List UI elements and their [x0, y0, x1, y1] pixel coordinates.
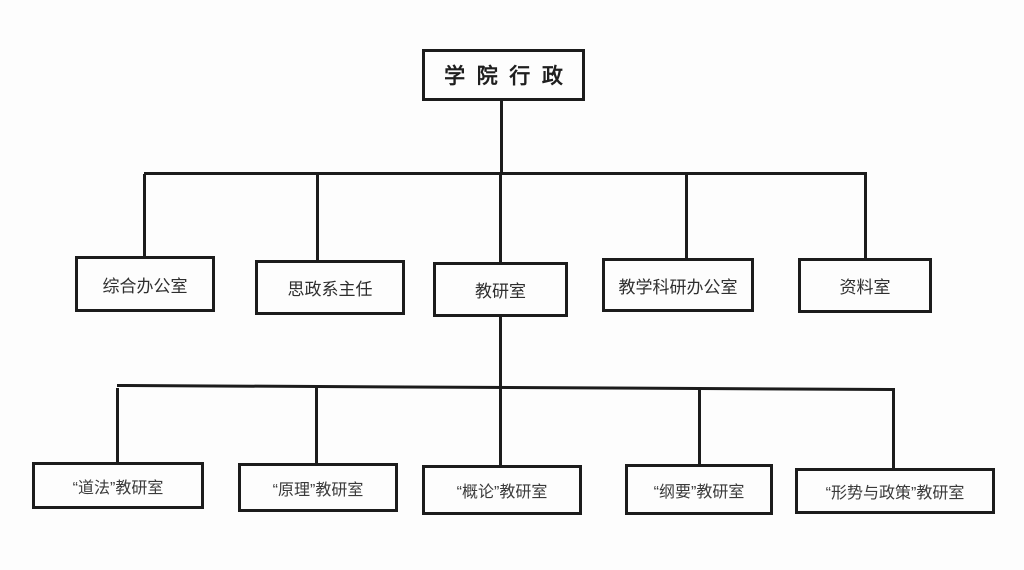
node-label: 资料室 — [839, 278, 891, 297]
node-label: “概论”教研室 — [456, 484, 548, 501]
connector-drop-gailun — [499, 388, 502, 465]
node-general-office: 综合办公室 — [75, 256, 215, 312]
node-daofa-office: “道法”教研室 — [32, 462, 204, 509]
connector-root-stem — [500, 101, 503, 175]
connector-drop-gangyao — [698, 388, 701, 464]
node-label: 思政系主任 — [287, 280, 373, 299]
connector-drop-xingshi-zhengce — [892, 388, 895, 468]
connector-drop-yuanli — [315, 388, 318, 463]
node-label: 教研室 — [475, 282, 526, 301]
node-label: 综合办公室 — [102, 276, 188, 296]
connector-drop-general-office — [143, 174, 146, 256]
node-sizheng-director: 思政系主任 — [255, 260, 405, 315]
node-label: “原理”教研室 — [272, 481, 364, 499]
connector-drop-reference-room — [864, 174, 867, 258]
node-reference-room: 资料室 — [798, 258, 932, 313]
connector-drop-teaching-research-office — [499, 174, 502, 262]
node-label: “道法”教研室 — [72, 479, 164, 497]
node-college-administration: 学院行政 — [422, 49, 585, 101]
connector-tro-stem — [499, 317, 502, 387]
node-gangyao-office: “纲要”教研室 — [625, 464, 773, 515]
node-yuanli-office: “原理”教研室 — [238, 463, 398, 512]
connector-level3-bus — [116, 383, 894, 392]
node-gailun-office: “概论”教研室 — [422, 465, 582, 515]
node-xingshi-zhengce-office: “形势与政策”教研室 — [795, 468, 995, 514]
node-label: 教学科研办公室 — [618, 277, 738, 297]
node-teaching-research-office: 教研室 — [433, 262, 568, 317]
connector-drop-sizheng-director — [316, 174, 319, 260]
connector-level2-bus — [144, 172, 867, 175]
node-teaching-scientific-research-office: 教学科研办公室 — [602, 258, 754, 312]
node-label: 学院行政 — [444, 65, 575, 88]
node-label: “纲要”教研室 — [653, 483, 745, 501]
node-label: “形势与政策”教研室 — [825, 485, 965, 502]
connector-drop-teaching-scientific-research-office — [685, 174, 688, 258]
connector-drop-daofa — [116, 388, 119, 462]
